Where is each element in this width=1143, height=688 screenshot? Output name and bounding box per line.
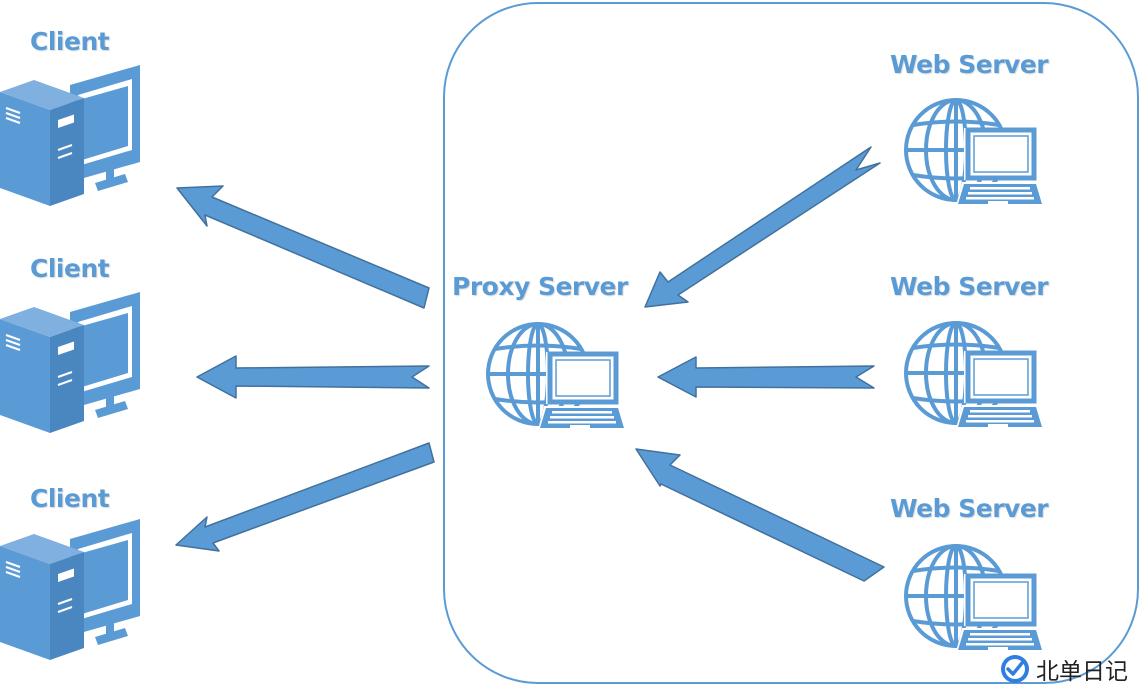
web-server-label-1: Web Server xyxy=(890,50,1049,79)
arrow-webserver-1-to-proxy xyxy=(644,146,881,308)
client-label-3: Client xyxy=(30,484,110,513)
web-server-label-3: Web Server xyxy=(890,494,1049,523)
desktop-computer-icon xyxy=(0,64,141,207)
check-badge-icon xyxy=(1001,655,1029,683)
arrow-proxy-to-client-1 xyxy=(176,185,430,309)
client-label-2: Client xyxy=(30,254,110,283)
globe-laptop-icon xyxy=(896,544,1046,654)
proxy-server-label: Proxy Server xyxy=(452,272,628,301)
globe-laptop-icon xyxy=(896,321,1046,431)
client-label-1: Client xyxy=(30,27,110,56)
watermark-text: 北单日记 xyxy=(1036,659,1128,685)
arrow-proxy-to-client-3 xyxy=(175,442,435,552)
web-server-label-2: Web Server xyxy=(890,272,1049,301)
globe-laptop-icon xyxy=(896,98,1046,208)
proxy-network-boundary xyxy=(443,2,1139,684)
watermark: 北单日记 xyxy=(1000,653,1128,685)
arrow-proxy-to-client-2 xyxy=(196,355,430,399)
globe-laptop-icon xyxy=(478,322,628,432)
desktop-computer-icon xyxy=(0,291,141,434)
arrow-webserver-2-to-proxy xyxy=(657,356,875,398)
desktop-computer-icon xyxy=(0,518,141,661)
arrow-webserver-3-to-proxy xyxy=(635,448,885,582)
